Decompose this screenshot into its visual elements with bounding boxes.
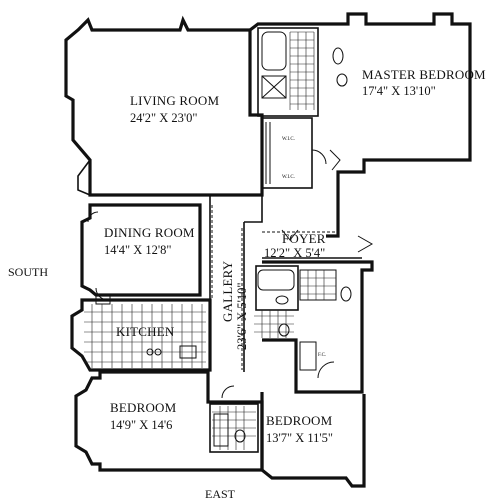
master-bath-tile [289, 31, 315, 110]
kitchen-name: KITCHEN [116, 324, 175, 339]
hall-bath: F.C. [254, 265, 352, 379]
bedroom2-walls [260, 392, 366, 488]
stove-burner-1 [146, 348, 154, 356]
gallery-walls [209, 195, 245, 372]
east-block-walls [262, 260, 374, 394]
compass-south: SOUTH [8, 265, 48, 279]
kitchen-door[interactable] [95, 287, 109, 301]
doors [87, 205, 374, 370]
fc-label: F.C. [318, 353, 326, 358]
dining-room-name: DINING ROOM [104, 225, 195, 240]
kitchen-sink [179, 345, 197, 359]
shower-drain-cross [261, 75, 287, 99]
living-room-bay [77, 159, 91, 196]
labels: LIVING ROOM 24'2" X 23'0" MASTER BEDROOM… [8, 67, 486, 501]
kitchen-tile [84, 293, 206, 368]
kitchen-fridge [95, 293, 111, 305]
foyer-entry-arrow[interactable] [281, 229, 299, 241]
dining-room-dim: 14'4" X 12'8" [104, 243, 172, 257]
living-room-name: LIVING ROOM [130, 93, 219, 108]
foyer-walls [244, 195, 362, 259]
master-bedroom-name: MASTER BEDROOM [362, 67, 486, 82]
foyer-dim: 12'2" X 5'4" [264, 246, 325, 260]
living-room-walls [64, 15, 264, 197]
powder-toilet [340, 286, 352, 302]
gallery-name: GALLERY [220, 260, 235, 322]
bedroom1-name: BEDROOM [110, 400, 177, 415]
hall-door[interactable] [329, 149, 341, 171]
bedroom2-dim: 13'7" X 11'5" [266, 431, 333, 445]
foyer-name: FOYER [282, 231, 326, 246]
stove-burner-2 [154, 348, 162, 356]
bedroom1-door[interactable] [221, 385, 235, 399]
bedroom2-closet-door[interactable] [317, 361, 335, 379]
walk-in-closet [261, 117, 313, 189]
master-toilet [332, 47, 344, 65]
bedroom1-bath-enclosure [209, 403, 259, 453]
master-bath-enclosure [257, 27, 319, 117]
wic-label-1: W.I.C. [282, 137, 295, 142]
bedroom1-dim: 14'9" X 14'6 [110, 418, 172, 432]
linen-closet [299, 341, 317, 371]
closet-door-swing[interactable] [311, 149, 327, 165]
hall-sink [275, 295, 289, 305]
powder-room [299, 269, 337, 301]
exterior-walls [64, 12, 472, 488]
master-shower [261, 75, 287, 99]
entry-door[interactable] [357, 235, 374, 253]
hall-bath-enclosure [255, 265, 299, 311]
living-room-dim: 24'2" X 23'0" [130, 111, 198, 125]
wic-label-2: W.I.C. [282, 175, 295, 180]
master-sink [336, 73, 348, 87]
hall-bathtub [257, 269, 295, 291]
gallery-dashes [211, 205, 243, 370]
bedroom1-bath [209, 385, 259, 453]
master-block-walls [249, 12, 472, 238]
closet-rod [265, 122, 271, 184]
master-bath [257, 27, 348, 117]
dining-door[interactable] [87, 211, 99, 223]
bath2-toilet [278, 323, 290, 337]
master-bedroom-dim: 17'4" X 13'10" [362, 84, 436, 98]
bedroom1-toilet [234, 429, 246, 443]
bedroom1-tub [213, 413, 229, 447]
dining-room-walls [80, 203, 202, 297]
closet-area: W.I.C. W.I.C. [261, 117, 341, 189]
gallery-dim: 23'6" X 5'10" [235, 283, 249, 351]
kitchen-walls [70, 298, 212, 372]
compass-east: EAST [205, 487, 236, 501]
bedroom1-walls [74, 370, 264, 472]
bedroom2-name: BEDROOM [266, 413, 333, 428]
master-bathtub [261, 31, 287, 71]
